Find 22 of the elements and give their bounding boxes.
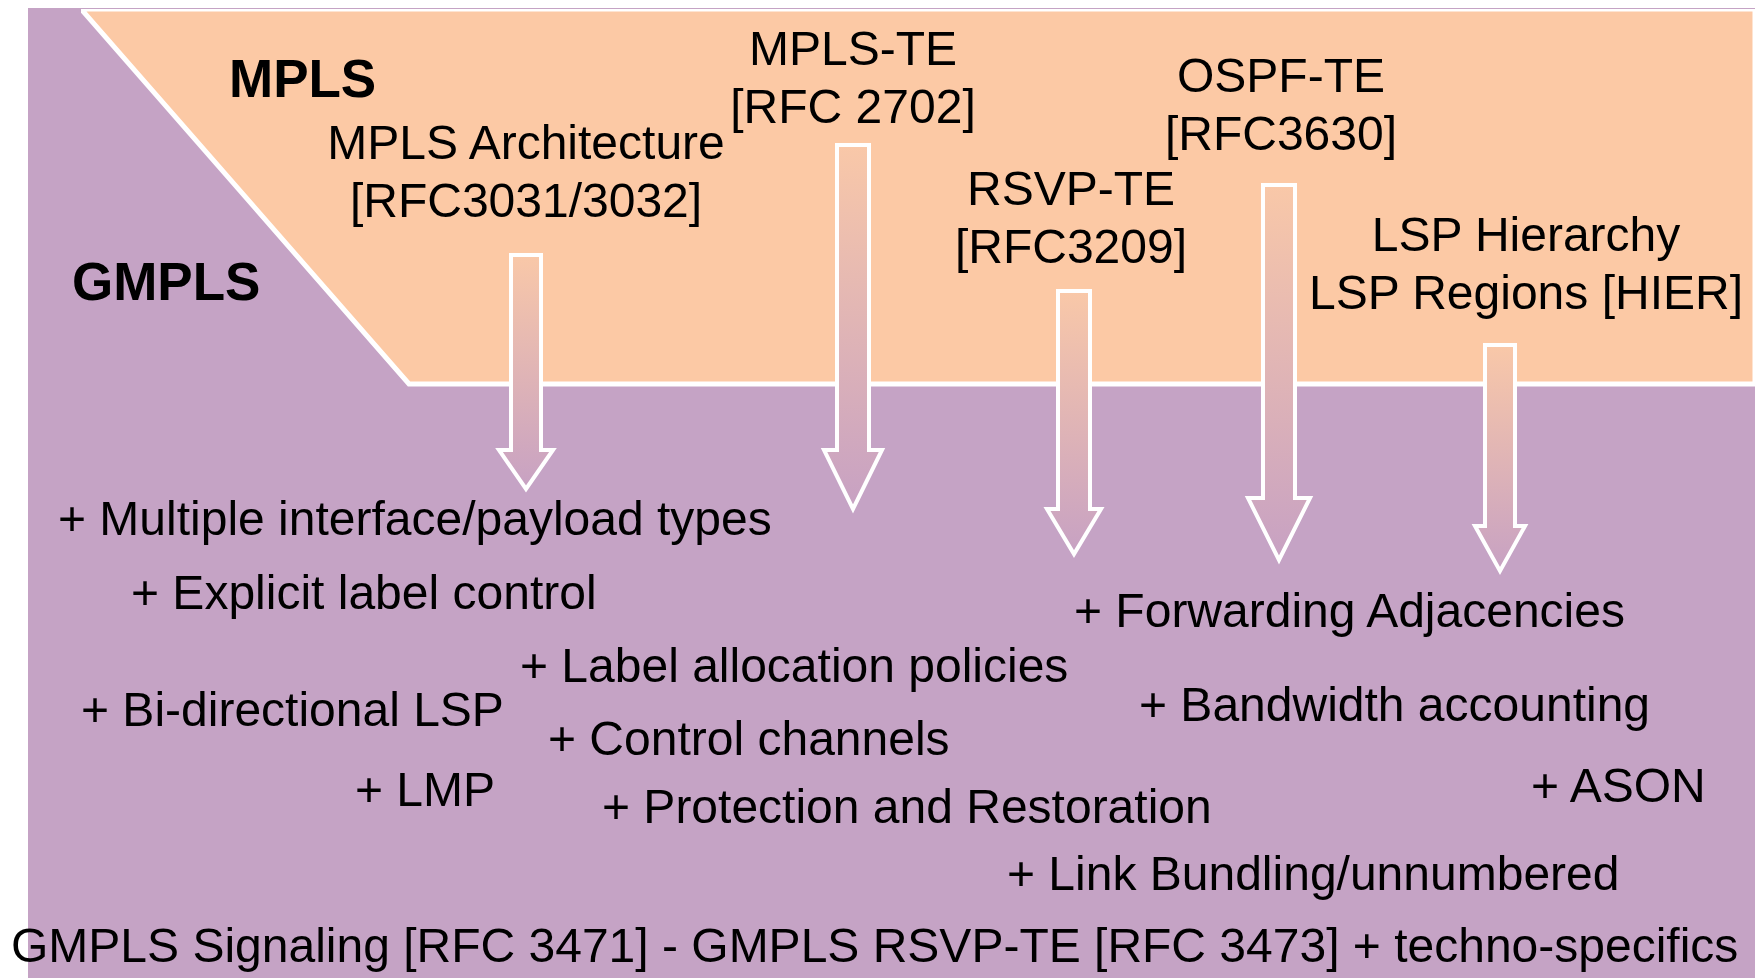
block-arrow [1471, 343, 1529, 576]
feature-text: + Link Bundling/unnumbered [1007, 846, 1620, 902]
feature-text: + Multiple interface/payload types [58, 491, 772, 547]
feature-text: + Explicit label control [131, 565, 597, 621]
feature-text: + LMP [355, 762, 496, 818]
feature-text: + Bandwidth accounting [1139, 677, 1651, 733]
block-arrow [1043, 289, 1105, 558]
feature-text: + Label allocation policies [520, 638, 1069, 694]
feature-text: + Protection and Restoration [602, 779, 1212, 835]
feature-text: + Bi-directional LSP [81, 682, 504, 738]
feature-text: + Control channels [548, 711, 950, 767]
feature-text: + ASON [1531, 758, 1706, 814]
block-arrow [820, 143, 886, 514]
feature-text: GMPLS Signaling [RFC 3471] - GMPLS RSVP-TE [RFC 3473] + techno-specifics [11, 918, 1739, 974]
block-arrow [495, 253, 557, 493]
block-arrow [1244, 183, 1314, 565]
feature-text: + Forwarding Adjacencies [1074, 583, 1625, 639]
band-title: GMPLS [72, 251, 261, 313]
standard-label: OSPF-TE [RFC3630] [1141, 47, 1421, 163]
standard-label: LSP Hierarchy LSP Regions [HIER] [1276, 206, 1755, 322]
standard-label: RSVP-TE [RFC3209] [931, 160, 1211, 276]
band-title: MPLS [229, 48, 377, 110]
